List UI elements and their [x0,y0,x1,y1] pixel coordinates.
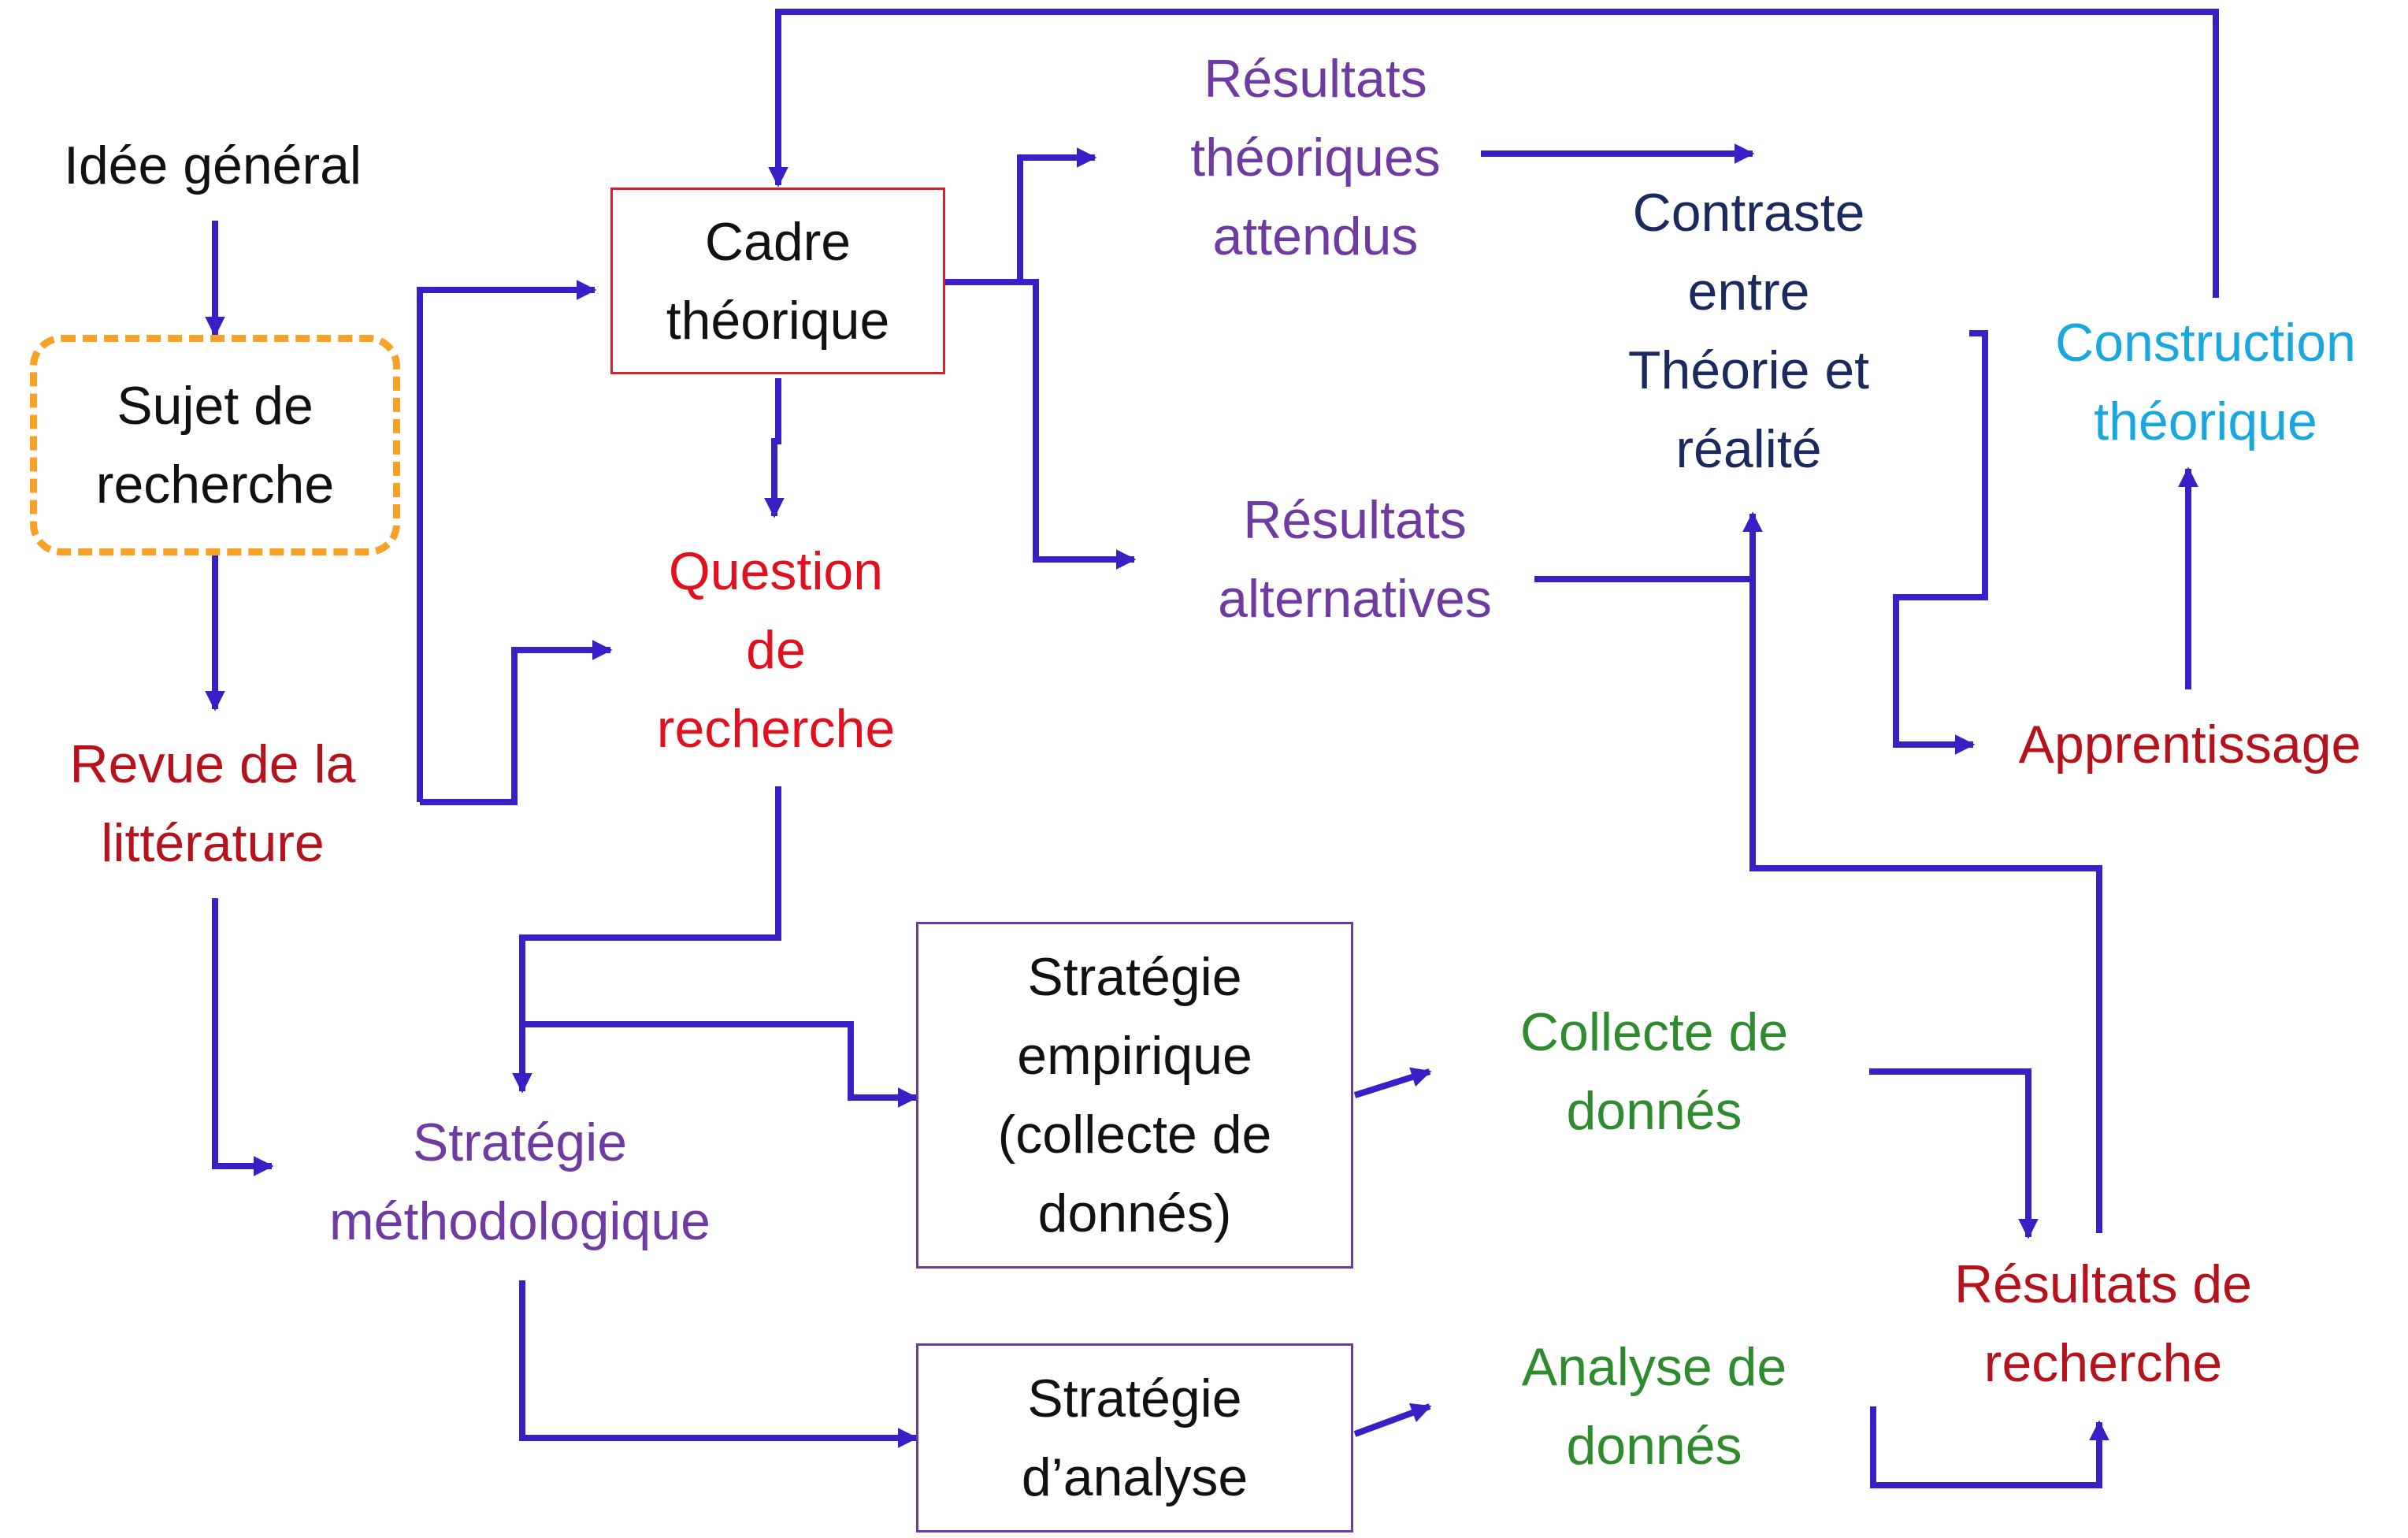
resultats-theoriques-line-1: Résultats [1204,49,1427,109]
apprentissage-line-1: Apprentissage [2018,715,2362,775]
arrow-construction-to-cadre [768,9,2219,298]
revue-line-1: Revue de la [69,734,356,794]
arrow-question-to-strategie-methodologique [512,786,781,1094]
contraste-line-3: Théorie et [1627,340,1870,400]
idee-general-line-1: Idée général [63,136,362,195]
revue-line-2: littérature [101,813,325,873]
contraste-line-4: réalité [1675,419,1822,479]
node-sujet-de-recherche: Sujet de recherche [30,335,400,555]
node-resultats-de-recherche: Résultats de recherche [1906,1245,2300,1402]
node-strategie-methodologique: Stratégie méthodologique [280,1103,760,1261]
node-idee-general: Idée général [24,126,402,205]
arrow-empirique-to-collecte [1353,1067,1432,1098]
empirique-line-1: Stratégie [1027,947,1242,1007]
strategie-analyse-line-2: d’analyse [1021,1447,1249,1507]
node-resultats-theoriques-attendus: Résultats théoriques attendus [1119,39,1512,276]
arrow-collecte-to-resultats-recherche [1869,1068,2039,1239]
node-contraste-theorie-realite: Contraste entre Théorie et réalité [1568,173,1930,489]
construction-line-2: théorique [2094,392,2317,451]
resultats-recherche-line-2: recherche [1983,1333,2223,1393]
arrow-alternatives-to-contraste [1534,511,1763,582]
node-analyse-de-donnes: Analyse de donnés [1457,1328,1851,1485]
sujet-line-2: recherche [95,455,335,515]
analyse-donnes-line-2: donnés [1566,1416,1742,1476]
collecte-line-1: Collecte de [1519,1002,1789,1062]
construction-line-1: Construction [2055,313,2356,373]
arrow-cadre-to-resultats-alternatives [944,279,1137,570]
contraste-line-1: Contraste [1632,183,1865,243]
resultats-theoriques-line-3: attendus [1212,206,1419,266]
empirique-line-3: (collecte de [997,1105,1272,1165]
collecte-line-2: donnés [1566,1081,1742,1141]
sujet-line-1: Sujet de [117,376,314,436]
strategie-analyse-line-1: Stratégie [1027,1369,1242,1428]
cadre-line-2: théorique [666,290,890,351]
arrow-revue-to-question [420,640,613,805]
resultats-recherche-line-1: Résultats de [1954,1254,2252,1314]
arrow-analyse-to-resultats-recherche [1870,1406,2109,1488]
methodologique-line-1: Stratégie [412,1113,628,1172]
node-resultats-alternatives: Résultats alternatives [1158,481,1552,638]
arrow-cadre-to-resultats-theoriques [944,147,1097,285]
arrow-revue-to-strategie-methodologique [212,898,274,1176]
resultats-theoriques-line-2: théoriques [1190,128,1441,188]
node-revue-de-la-litterature: Revue de la littérature [24,725,402,882]
arrow-methodologique-to-strategie-empirique [522,1021,918,1108]
question-line-2: de [746,620,806,680]
node-collecte-de-donnes: Collecte de donnés [1457,993,1851,1150]
node-strategie-empirique: Stratégie empirique (collecte de donnés) [916,922,1353,1269]
methodologique-line-2: méthodologique [329,1191,711,1251]
node-construction-theorique: Construction théorique [2017,303,2395,461]
node-apprentissage: Apprentissage [1985,705,2395,784]
question-line-3: recherche [656,699,896,759]
arrow-contraste-to-apprentissage [1893,330,1988,755]
cadre-line-1: Cadre [704,211,852,272]
arrow-analyse-strategy-to-analyse-donnes [1353,1402,1432,1437]
node-question-de-recherche: Question de recherche [599,532,953,768]
arrow-methodologique-to-strategie-analyse [519,1280,918,1448]
arrow-revue-to-cadre [417,280,597,802]
empirique-line-2: empirique [1017,1026,1252,1086]
resultats-alternatives-line-2: alternatives [1218,569,1492,629]
arrow-cadre-to-question [764,378,785,518]
node-strategie-danalyse: Stratégie d’analyse [916,1343,1353,1532]
analyse-donnes-line-1: Analyse de [1521,1337,1787,1397]
resultats-alternatives-line-1: Résultats [1243,490,1467,550]
arrow-resultats-recherche-to-contraste [1749,579,2102,1233]
node-cadre-theorique: Cadre théorique [610,188,945,374]
question-line-1: Question [668,541,884,601]
contraste-line-2: entre [1687,262,1810,321]
empirique-line-4: donnés) [1037,1183,1232,1243]
